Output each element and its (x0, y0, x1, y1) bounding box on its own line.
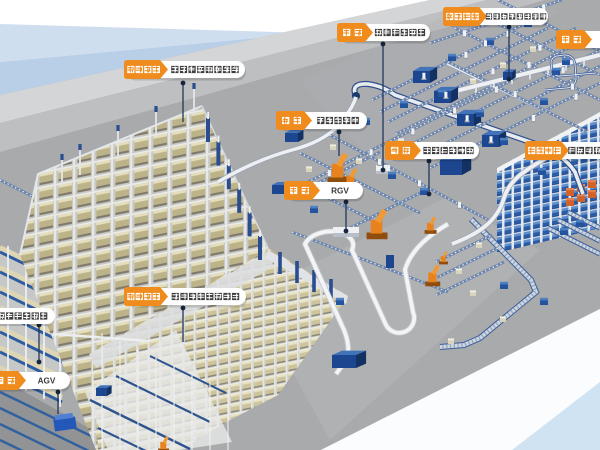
svg-text:RGV: RGV (331, 187, 349, 196)
svg-text:AGV: AGV (38, 377, 56, 386)
